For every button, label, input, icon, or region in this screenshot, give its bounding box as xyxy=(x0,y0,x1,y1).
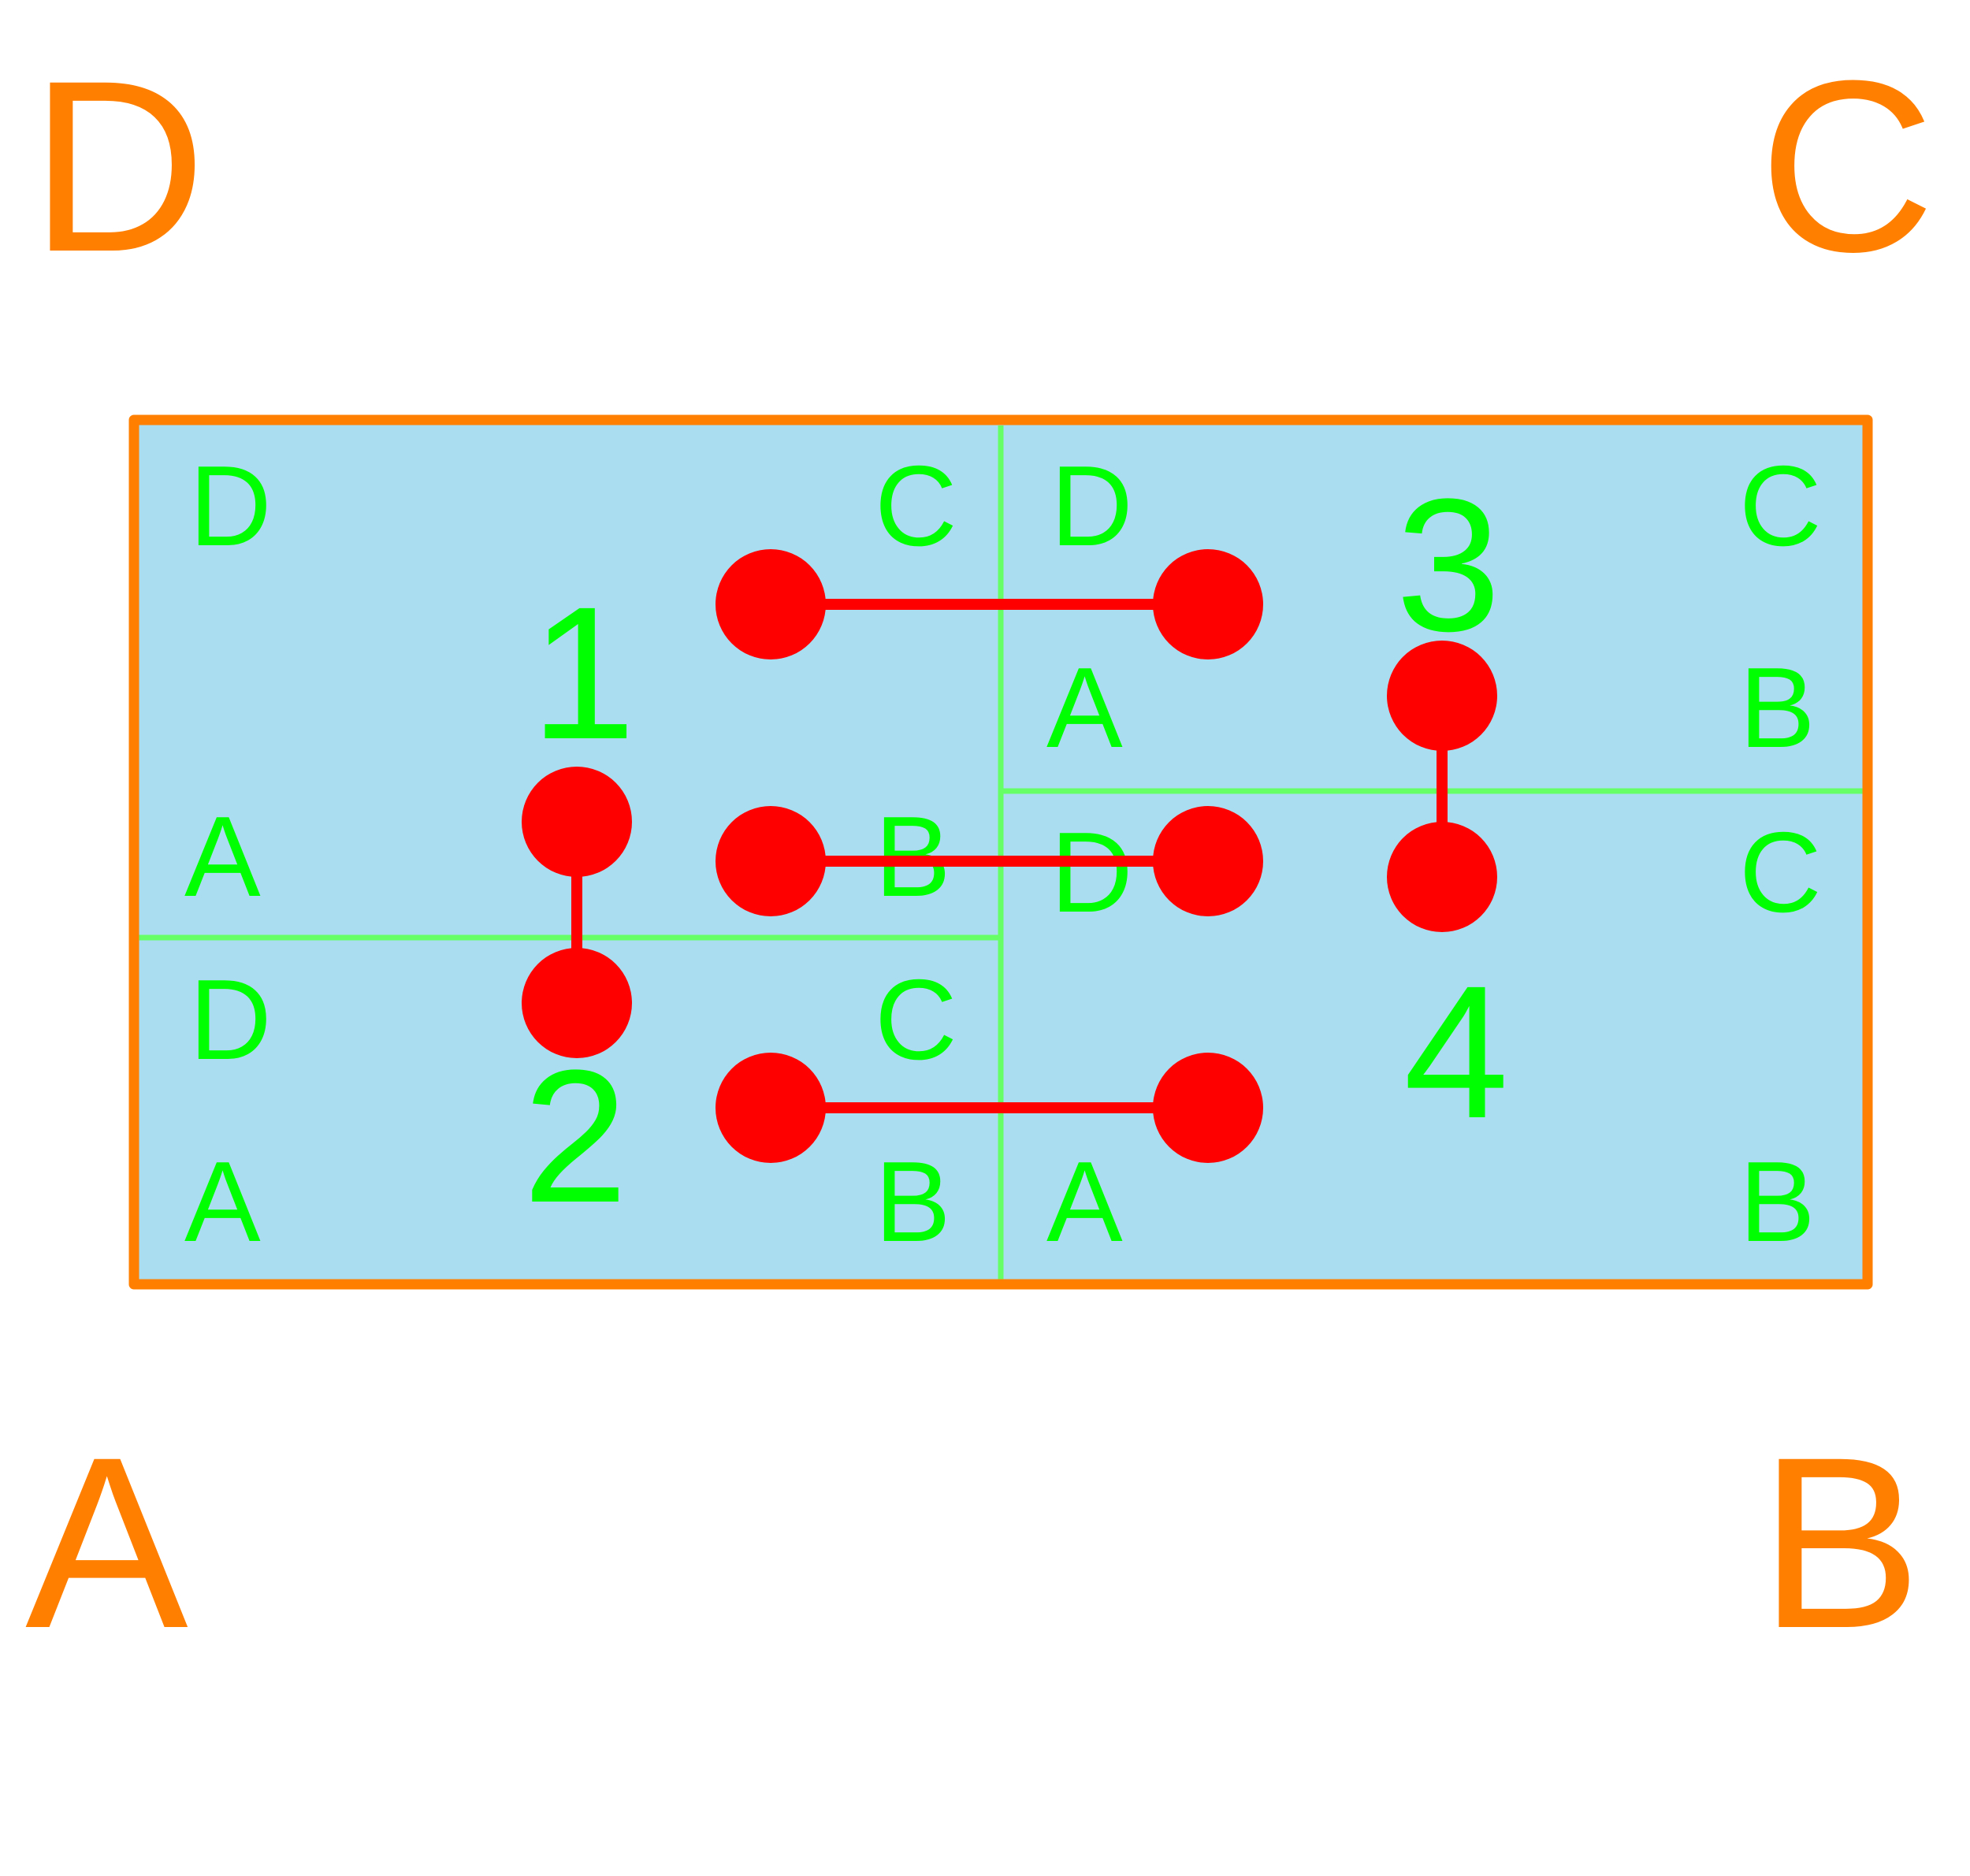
connector-2-4-end-tile-4 xyxy=(1153,1053,1263,1163)
tile-4: D C A B 4 xyxy=(1046,808,1822,1265)
tile-4-corner-bottom-right: B xyxy=(1739,1138,1816,1265)
connector-1-3 xyxy=(716,549,1263,659)
tile-4-corner-top-left: D xyxy=(1050,808,1133,936)
connector-1-2-end-tile-1 xyxy=(522,767,632,877)
outer-corner-bottom-right: B xyxy=(1759,1406,1922,1679)
tile-3-corner-top-left: D xyxy=(1050,442,1133,570)
connector-3-4-end-tile-4 xyxy=(1387,822,1497,932)
connectors xyxy=(522,549,1497,1163)
tile-2-corner-bottom-right: B xyxy=(875,1138,951,1265)
connector-3-4-end-tile-3 xyxy=(1387,641,1497,751)
tile-2-corner-top-left: D xyxy=(189,956,272,1083)
tile-2-corner-top-right: C xyxy=(875,956,957,1083)
tile-3-number: 3 xyxy=(1396,459,1500,671)
tile-1-corner-bottom-left: A xyxy=(184,793,261,920)
tile-2-number: 2 xyxy=(522,1031,627,1242)
tile-4-corner-top-right: C xyxy=(1739,808,1822,936)
tile-3: D C A B 3 xyxy=(1046,442,1822,771)
tile-1-corner-top-left: D xyxy=(189,442,272,570)
connector-1-3-end-tile-1 xyxy=(716,549,826,659)
connector-2-4 xyxy=(716,1053,1263,1163)
tile-2-corner-bottom-left: A xyxy=(184,1138,261,1265)
outer-corner-top-left: D xyxy=(30,29,206,303)
tile-3-corner-top-right: C xyxy=(1739,442,1822,570)
connector-1-3-end-tile-3 xyxy=(1153,549,1263,659)
tile-4-number: 4 xyxy=(1403,946,1508,1157)
tile-dividers xyxy=(138,425,1864,1280)
tile-2: D C A B 2 xyxy=(184,956,957,1265)
tile-3-corner-bottom-left: A xyxy=(1046,644,1123,771)
outer-frame xyxy=(128,414,1873,1290)
tile-4-corner-bottom-left: A xyxy=(1046,1138,1123,1265)
outer-corner-top-right: C xyxy=(1759,29,1935,303)
tile-3-corner-bottom-right: B xyxy=(1739,644,1816,771)
connector-1-2 xyxy=(522,767,632,1058)
outer-corner-labels: D C A B xyxy=(25,29,1935,1679)
outer-corner-bottom-left: A xyxy=(25,1406,189,1679)
connector-1-4-end-tile-1 xyxy=(716,806,826,916)
connector-2-4-end-tile-2 xyxy=(716,1053,826,1163)
connector-3-4 xyxy=(1387,641,1497,932)
tile-1-number: 1 xyxy=(530,567,635,778)
connector-1-4-end-tile-4 xyxy=(1153,806,1263,916)
connector-1-4 xyxy=(716,806,1263,916)
tile-1-corner-top-right: C xyxy=(875,442,957,570)
connector-1-2-end-tile-2 xyxy=(522,948,632,1058)
